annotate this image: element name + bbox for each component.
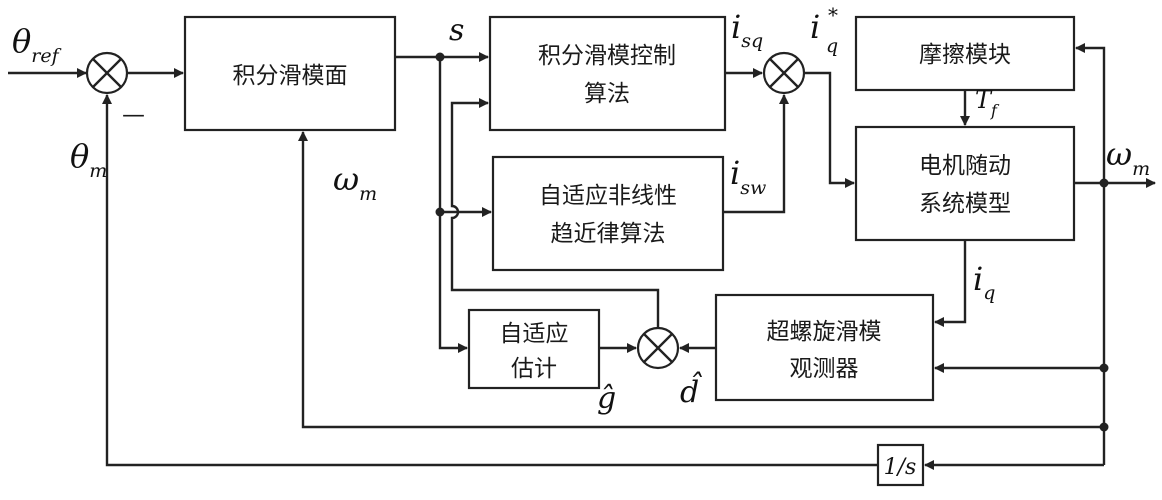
integral-sliding-surface-label: 积分滑模面 [233,63,348,89]
adaptive-reaching-law-label-line2: 趋近律算法 [551,221,666,247]
svg-text:i: i [810,8,820,46]
svg-text:θref: θref [12,22,62,67]
integrator-block: 1/s [876,443,925,487]
adaptive-estimate-label-line1: 自适应 [500,321,569,347]
svg-text:iq: iq [973,260,995,304]
signal-label-theta-ref: θref [12,22,62,67]
signal-label-theta-m: θm [70,137,107,182]
super-twisting-observer-block: 超螺旋滑模 观测器 [714,293,935,402]
super-twisting-observer-label-line2: 观测器 [790,356,859,382]
integral-smc-algorithm-label-line2: 算法 [584,81,630,107]
svg-text:*: * [828,3,838,27]
signal-label-i-q: iq [973,260,995,304]
motor-servo-model-label-line1: 电机随动 [919,153,1011,179]
signal-label-g-hat: ĝ [597,381,616,416]
adaptive-estimate-block: 自适应 估计 [467,308,601,390]
svg-text:isq: isq [731,8,763,52]
adaptive-estimate-label-line2: 估计 [511,356,557,382]
signal-label-s: s [449,13,464,48]
signal-wires [8,43,1156,470]
adaptive-reaching-law-block: 自适应非线性 趋近律算法 [491,155,725,272]
integral-sliding-surface-block: 积分滑模面 [183,15,397,132]
integral-smc-algorithm-label-line1: 积分滑模控制 [538,43,676,69]
signal-label-omega-m-feedback: ωm [333,160,377,205]
integral-smc-algorithm-block: 积分滑模控制 算法 [488,15,727,132]
integrator-label: 1/s [884,455,917,480]
signal-label-t-f: Tf [975,86,1000,120]
svg-text:ωm: ωm [1106,135,1150,180]
svg-text:θm: θm [70,137,107,182]
summing-junction-1 [85,51,129,95]
svg-text:Tf: Tf [975,86,1000,120]
signal-label-d-hat: d̂ [680,371,702,410]
motor-servo-model-block: 电机随动 系统模型 [854,125,1076,242]
summing-junction-2 [762,51,806,95]
motor-servo-model-label-line2: 系统模型 [919,191,1011,217]
minus-sign: — [122,102,145,128]
super-twisting-observer-label-line1: 超螺旋滑模 [767,319,882,345]
adaptive-reaching-law-label-line1: 自适应非线性 [539,183,677,209]
signal-label-i-sq: isq [731,8,763,52]
summing-junction-3 [636,326,680,370]
junction-dots [435,52,1109,432]
signal-label-i-q-star: i * q [810,3,838,57]
friction-module-label: 摩擦模块 [919,42,1011,68]
svg-text:ωm: ωm [333,160,377,205]
svg-text:q: q [826,35,838,57]
signal-label-omega-m-output: ωm [1106,135,1150,180]
svg-text:isw: isw [730,154,766,199]
signal-label-i-sw: isw [730,154,766,199]
friction-module-block: 摩擦模块 [854,15,1076,92]
